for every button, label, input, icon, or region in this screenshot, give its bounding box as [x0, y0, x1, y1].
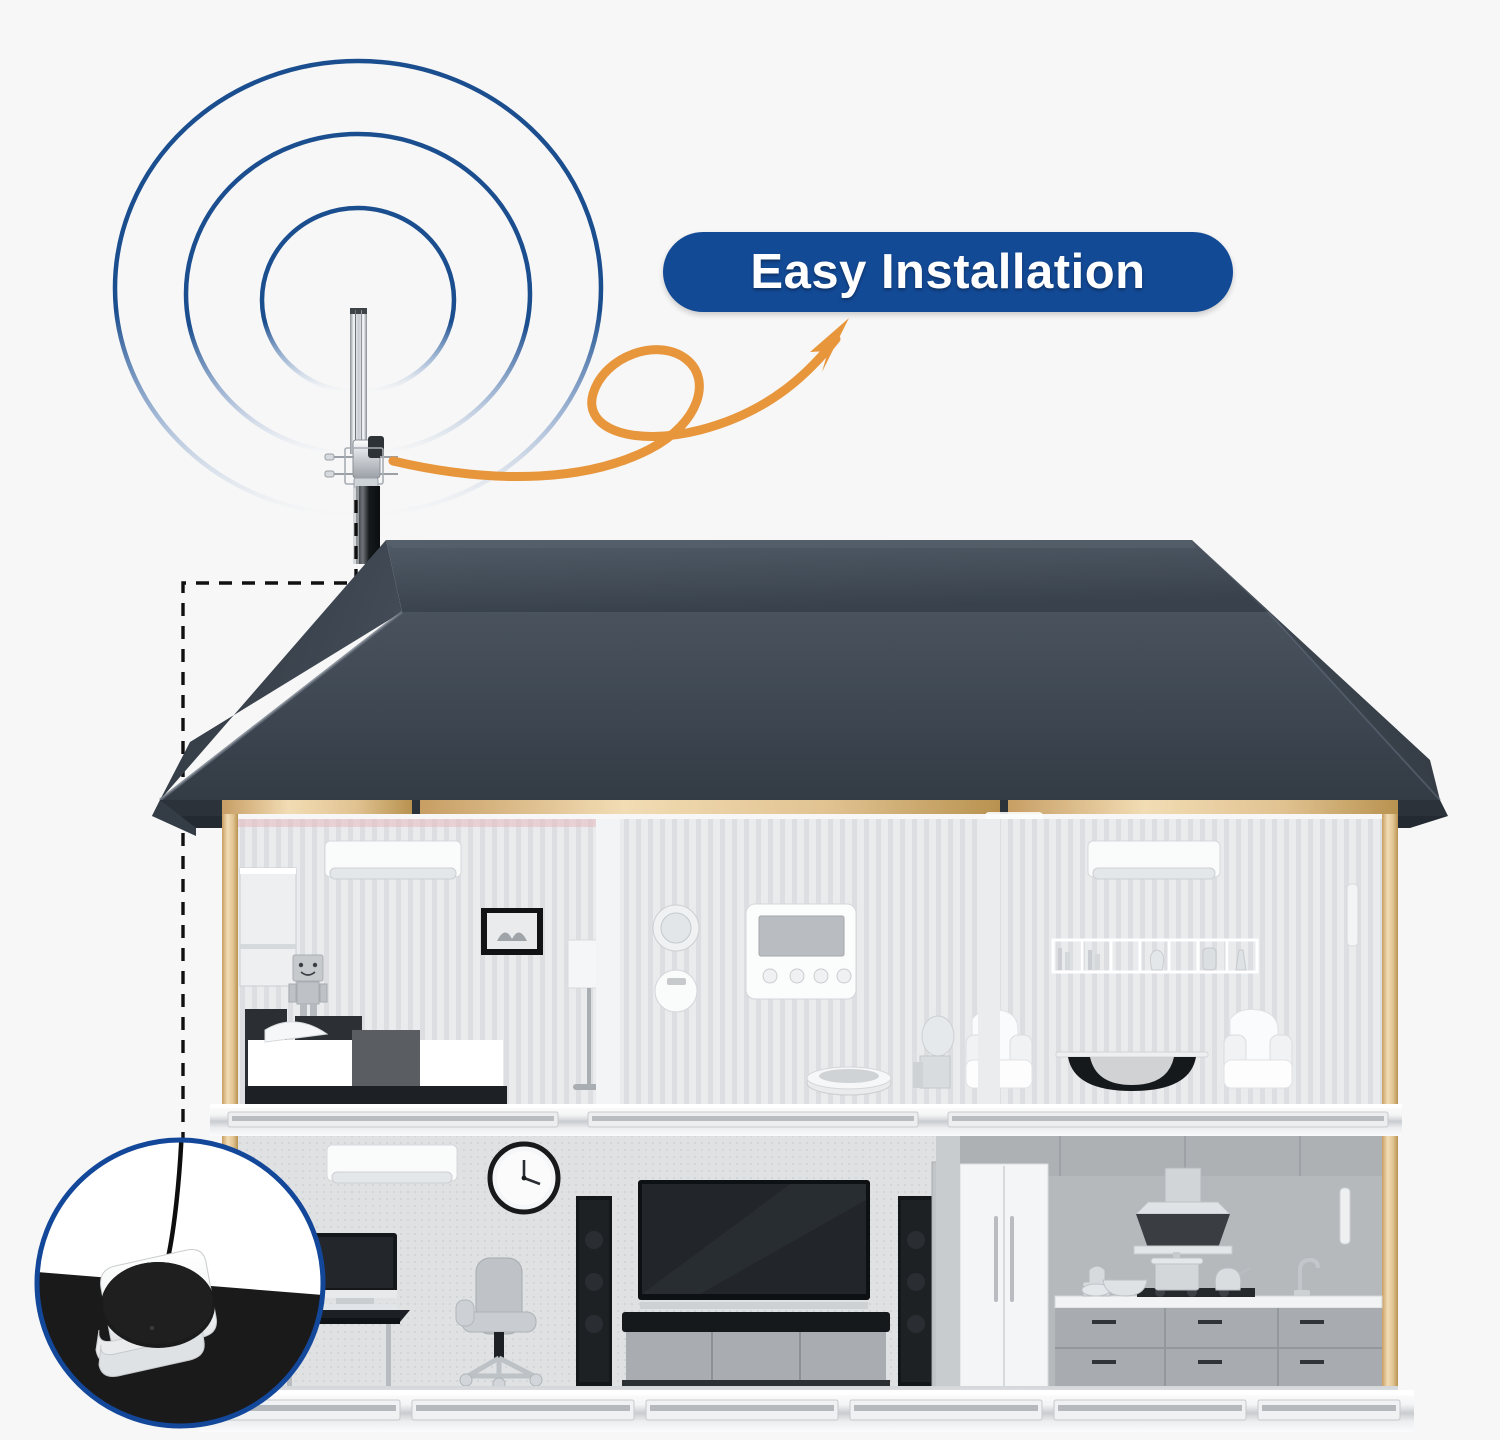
air-conditioner — [1087, 840, 1221, 880]
signal-ring-outer — [112, 58, 604, 518]
mixer — [1081, 1265, 1111, 1297]
bowl — [1102, 1279, 1148, 1297]
kettle — [1214, 1266, 1251, 1291]
bed — [245, 1009, 507, 1104]
room-bedroom — [238, 819, 611, 1104]
roof — [152, 540, 1448, 836]
floor-slab-base — [198, 1390, 1414, 1432]
television — [638, 1180, 870, 1309]
signal-ring-middle — [183, 131, 533, 457]
round-wall-device — [652, 904, 700, 952]
kitchen-counter — [1054, 1295, 1383, 1390]
room-media — [576, 1136, 961, 1396]
room-living — [913, 819, 1382, 1104]
wall-clock — [487, 1141, 561, 1215]
wall-control-panel — [745, 903, 857, 1000]
monitor — [313, 1233, 397, 1310]
range-hood — [1133, 1167, 1233, 1255]
signal-ring-inner — [259, 205, 457, 395]
air-conditioner — [324, 840, 462, 880]
room-kitchen — [959, 1136, 1383, 1391]
air-conditioner — [326, 1144, 458, 1184]
office-chair — [455, 1257, 543, 1391]
wall-shelf — [1051, 938, 1259, 974]
easy-installation-badge: Easy Installation — [663, 232, 1233, 312]
refrigerator — [959, 1163, 1049, 1391]
floor-slab-mid — [210, 1104, 1402, 1136]
room-home-office — [238, 1136, 576, 1391]
robot-toy — [288, 954, 328, 1016]
upper-floor — [222, 800, 1398, 1114]
floor-speaker-right — [898, 1196, 934, 1386]
armchair-right — [1223, 1008, 1293, 1089]
robot-vacuum — [806, 1066, 892, 1096]
media-console — [622, 1312, 890, 1396]
smoke-detector — [654, 969, 698, 1013]
armchair-left — [965, 1008, 1033, 1089]
room-control-area — [620, 812, 1043, 1104]
desk — [276, 1310, 410, 1388]
stock-pot — [1150, 1252, 1204, 1291]
floor-speaker-left — [576, 1196, 612, 1386]
lower-floor — [222, 1136, 1398, 1396]
door[interactable] — [931, 1161, 961, 1393]
ground-floor-surface — [238, 1386, 1398, 1404]
coffee-table — [1055, 1051, 1209, 1091]
floor-speaker-lamp — [913, 1015, 955, 1089]
badge-label: Easy Installation — [750, 245, 1146, 299]
indoor-antenna-device — [95, 1249, 217, 1377]
sink-faucet — [1294, 1257, 1320, 1296]
framed-picture — [481, 908, 543, 955]
floor-lamp — [567, 939, 611, 1090]
